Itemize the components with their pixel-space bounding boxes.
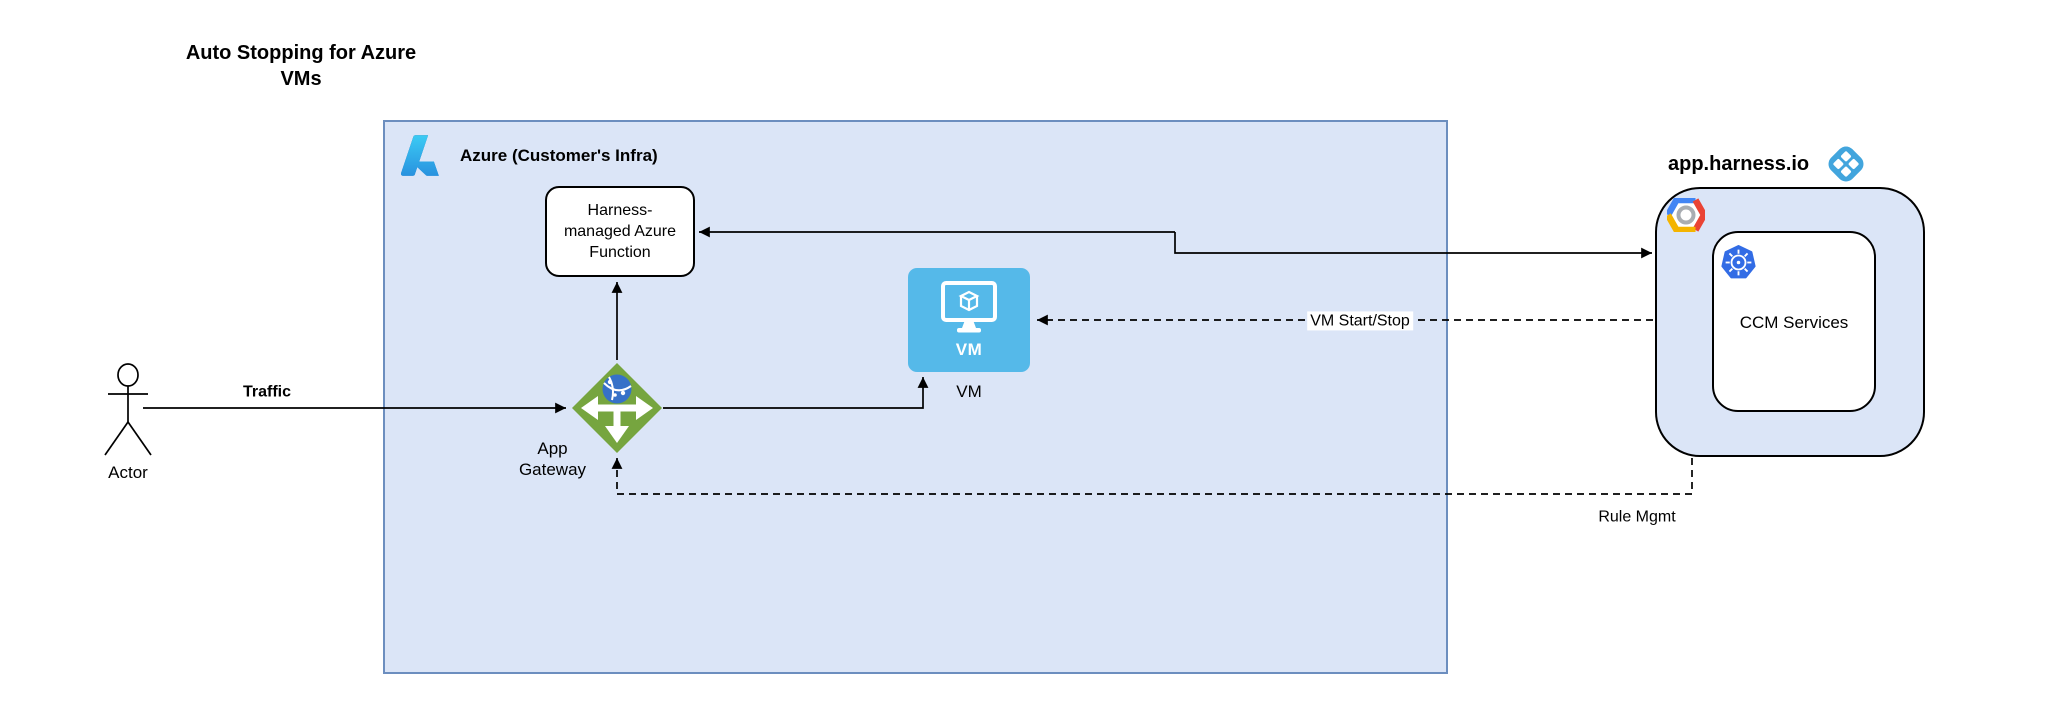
actor-label: Actor: [108, 463, 148, 482]
traffic-label: Traffic: [239, 382, 295, 402]
vm-tile-label: VM: [955, 340, 983, 359]
kubernetes-icon: [1721, 245, 1756, 279]
actor-icon: [104, 363, 152, 456]
gcp-icon: [1667, 198, 1705, 232]
app-gateway-label: App Gateway: [518, 439, 587, 480]
azure-box-label: Azure (Customer's Infra): [460, 145, 658, 165]
vm-start-stop-label: VM Start/Stop: [1307, 311, 1413, 331]
azure-function-box: Harness- managed Azure Function: [545, 186, 695, 277]
vm-node: VM: [908, 268, 1030, 372]
vm-monitor-icon: [941, 281, 997, 333]
diagram-title: Auto Stopping for Azure VMs: [185, 42, 417, 90]
azure-logo-icon: [400, 135, 439, 176]
harness-logo-icon: [1828, 146, 1864, 182]
vm-label: VM: [956, 382, 982, 401]
app-gateway-icon: [572, 363, 662, 453]
rule-mgmt-label: Rule Mgmt: [1595, 507, 1679, 527]
ccm-services-label: CCM Services: [1739, 313, 1849, 332]
harness-title: app.harness.io: [1668, 153, 1810, 175]
